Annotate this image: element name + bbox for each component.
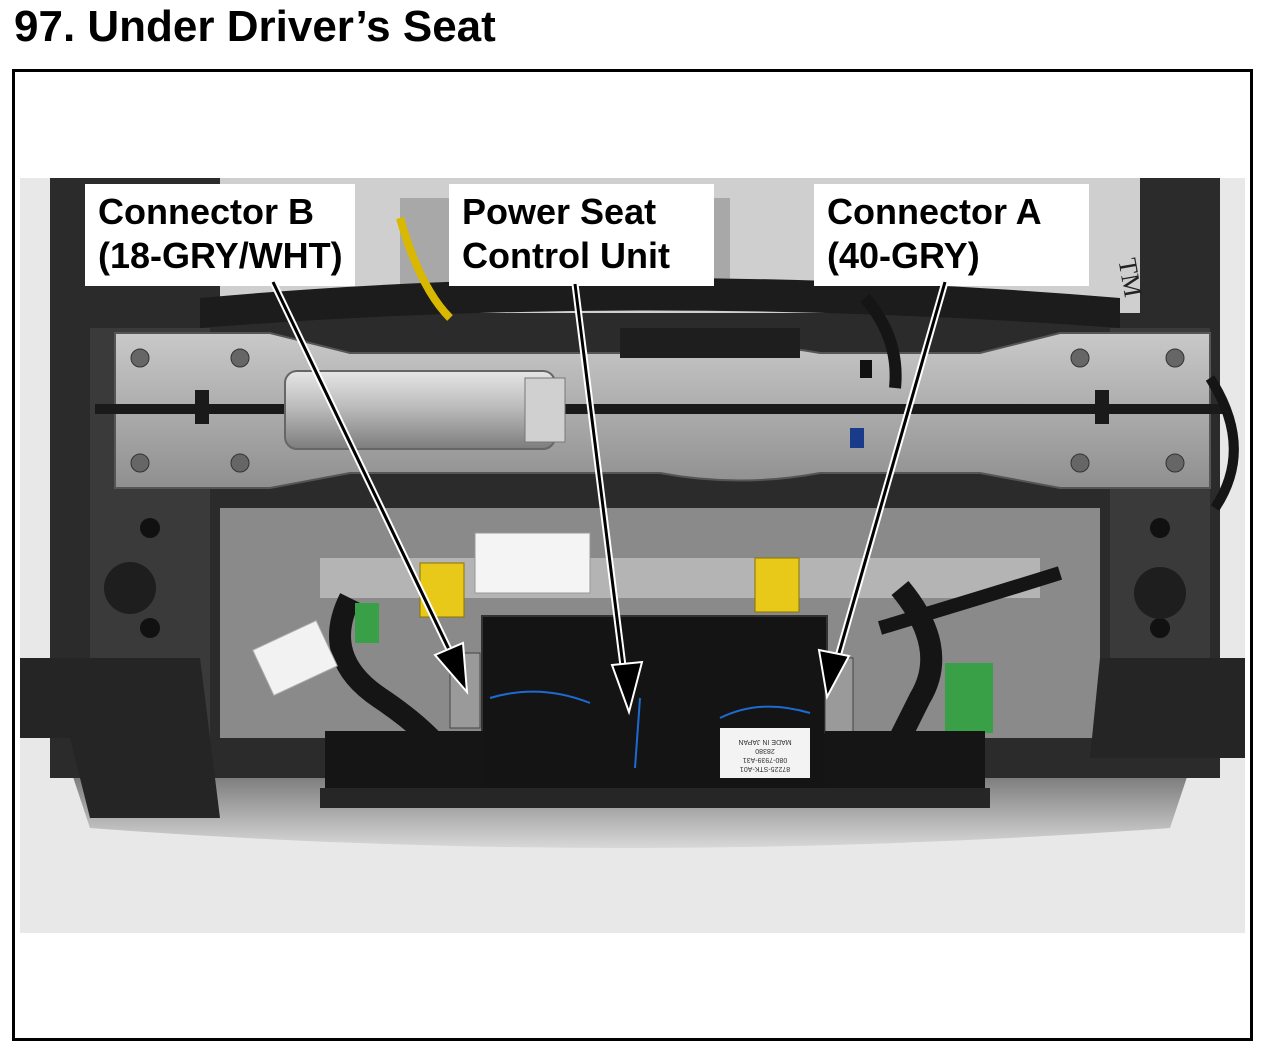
callout-connector-b: Connector B (18-GRY/WHT) xyxy=(85,184,355,286)
callout-connector-b-line-1: Connector B xyxy=(98,191,314,232)
page-title: 97. Under Driver’s Seat xyxy=(14,2,496,51)
connector-b-clip xyxy=(449,652,481,729)
callout-power-seat-line-1: Power Seat xyxy=(462,191,657,232)
callout-power-seat-line-2: Control Unit xyxy=(462,235,670,276)
module-label-text-line: 87225-STK-A01 xyxy=(740,765,790,772)
connector-a-clip xyxy=(824,657,854,734)
module-label-text-line: MADE IN JAPAN xyxy=(738,738,791,745)
yellow-connector-right xyxy=(754,557,800,613)
white-connector-block xyxy=(474,532,591,594)
drive-rod xyxy=(95,404,1225,414)
callout-connector-a-line-2: (40-GRY) xyxy=(827,235,980,276)
front-right-bracket xyxy=(1090,658,1245,758)
green-connector-right xyxy=(945,663,993,733)
module-label-text-line: 28380 xyxy=(755,747,775,754)
callout-power-seat-control-unit: Power Seat Control Unit xyxy=(449,184,714,286)
handwritten-mark: TM xyxy=(1113,256,1148,299)
module-label-line-1: 87225-STK-A01 080-7939-A31 28380 MADE IN JA… xyxy=(738,738,791,772)
figure-frame: 87225-STK-A01 080-7939-A31 28380 MADE IN JA… xyxy=(12,69,1253,1041)
front-left-bracket xyxy=(20,658,220,818)
green-connector-left xyxy=(355,603,379,643)
module-label-text-line: 080-7939-A31 xyxy=(743,756,787,763)
callout-connector-a-line-1: Connector A xyxy=(827,191,1042,232)
callout-connector-b-line-2: (18-GRY/WHT) xyxy=(98,235,343,276)
yellow-connector-left xyxy=(419,562,465,618)
callout-connector-a: Connector A (40-GRY) xyxy=(814,184,1089,286)
module-label xyxy=(720,728,810,778)
seat-motor xyxy=(284,370,556,450)
seat-underside-photo: 87225-STK-A01 080-7939-A31 28380 MADE IN JA… xyxy=(20,178,1245,933)
